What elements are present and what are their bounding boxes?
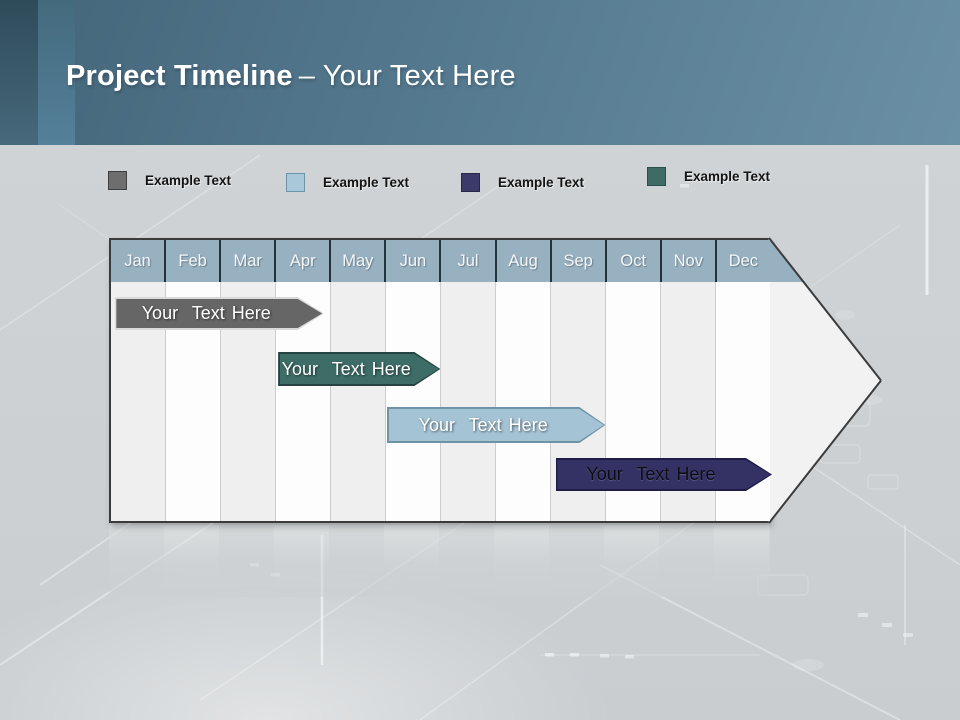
timeline-arrow-head [768,237,882,524]
timeline-bar-label: Your Text Here [281,358,411,379]
legend-item-3: Example Text [461,171,584,193]
decorative-stripe-dark [0,0,38,145]
timeline-bar-label: Your Text Here [141,303,271,323]
decorative-stripe-medium [38,0,75,145]
month-column-may [330,282,385,521]
timeline-bar-2: Your Text Here [278,352,440,386]
legend-item-2: Example Text [286,171,409,193]
page-title-primary: Project Timeline [66,60,293,92]
month-header-may: May [329,240,384,282]
legend-swatch-4 [647,166,666,186]
legend-swatch-3 [461,172,480,192]
timeline-bar-1: Your Text Here [115,297,324,330]
month-header-oct: Oct [604,240,660,282]
timeline-bar-fill [557,460,770,490]
month-header-jan: Jan [124,251,151,270]
month-header-jun: Jun [384,240,439,282]
month-column-aug [495,282,550,521]
page-title-secondary: – Your Text Here [298,60,516,92]
timeline-bar-3: Your Text Here [387,407,605,443]
timeline-bar-fill [280,354,439,385]
legend-item-4: Example Text [647,165,770,187]
legend-item-1: Example Text [108,169,231,191]
month-header-feb: Feb [164,240,219,282]
legend-swatch-2 [286,172,305,192]
month-header-dec: Dec [714,240,770,282]
legend-label: Example Text [684,168,771,184]
timeline-bar-label: Your Text Here [418,414,548,435]
month-header-apr: Apr [274,240,329,282]
title-band: Project Timeline– Your Text Here [0,0,960,145]
month-column-jul [440,282,495,521]
month-header-nov: Nov [659,240,715,282]
timeline-bar-label: Your Text Here [586,464,716,484]
month-header-aug: Aug [494,240,550,282]
page-title: Project Timeline– Your Text Here [66,60,516,93]
timeline-bar-fill [116,299,322,329]
month-header-jul: Jul [439,240,494,282]
chart-reflection [109,525,770,597]
legend-swatch-1 [108,170,127,190]
month-column-jun [385,282,440,521]
legend-label: Example Text [323,174,410,190]
month-header-sep: Sep [549,240,605,282]
month-header-mar: Mar [219,240,274,282]
timeline-bar-4: Your Text Here [556,458,772,491]
legend-label: Example Text [145,172,232,188]
timeline-bar-fill [389,409,604,442]
legend-label: Example Text [498,174,585,190]
